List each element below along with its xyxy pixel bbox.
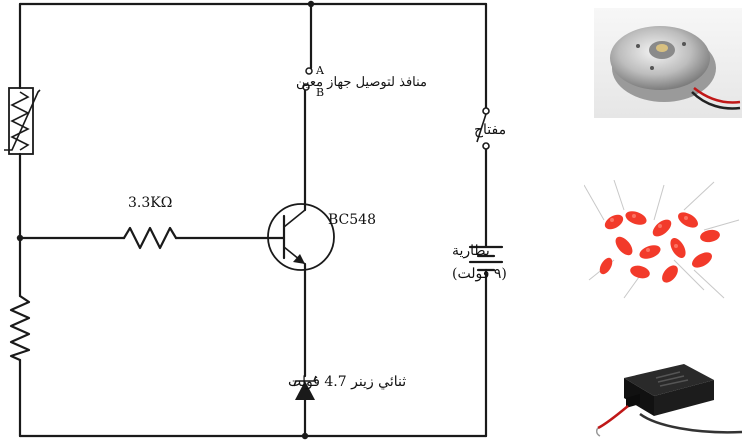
terminal-b-label: B bbox=[316, 86, 324, 99]
zener-label: ثنائي زينر 4.7 فولت bbox=[288, 374, 406, 390]
switch-label: مفتاح bbox=[474, 122, 506, 138]
buzzer-photo bbox=[596, 364, 743, 437]
motor-photo bbox=[594, 8, 742, 118]
battery-label-line1: بطارية bbox=[452, 243, 490, 259]
bottom-left-resistor bbox=[9, 294, 31, 362]
thermistor-symbol bbox=[4, 87, 41, 155]
leds-photo bbox=[584, 180, 740, 299]
switch-symbol bbox=[476, 107, 490, 150]
transistor-label: BC548 bbox=[328, 212, 376, 228]
base-resistor bbox=[122, 226, 178, 250]
terminal-b-node bbox=[302, 83, 310, 91]
resistor-label: 3.3KΩ bbox=[128, 195, 172, 211]
transistor-symbol bbox=[267, 203, 335, 271]
terminals-label: منافذ لتوصيل جهاز معين bbox=[296, 75, 427, 90]
battery-symbol bbox=[468, 245, 504, 272]
terminal-a-node bbox=[305, 67, 313, 75]
zener-diode-symbol bbox=[293, 375, 317, 400]
terminal-a-label: A bbox=[315, 64, 325, 77]
battery-label-line2: (٩ فولت) bbox=[452, 266, 507, 282]
